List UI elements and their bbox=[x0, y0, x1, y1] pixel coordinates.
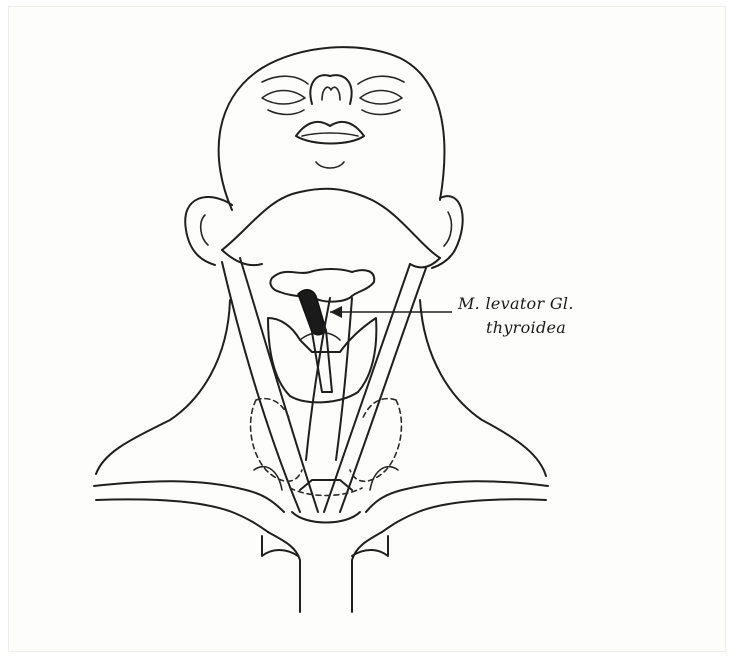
thyroid-lobe-outline-left bbox=[254, 467, 282, 490]
right-clavicle-upper bbox=[366, 481, 548, 512]
thyroid-lobe-outline-right bbox=[370, 467, 398, 490]
head-outline bbox=[219, 47, 445, 210]
nostrils bbox=[322, 87, 340, 100]
sternal-notch bbox=[292, 512, 360, 523]
left-ear bbox=[185, 197, 232, 265]
manubrium bbox=[268, 532, 382, 612]
right-ear bbox=[432, 196, 463, 268]
left-ear-inner bbox=[201, 215, 208, 245]
left-brow bbox=[262, 76, 308, 84]
left-neck-side bbox=[96, 300, 230, 474]
left-clavicle-upper bbox=[94, 481, 284, 512]
right-ear-inner bbox=[444, 212, 451, 246]
jaw-line bbox=[222, 189, 440, 258]
left-eye-lid bbox=[268, 110, 304, 115]
mouth-line bbox=[302, 133, 358, 136]
levator-muscle bbox=[298, 290, 326, 335]
annotation-arrowhead bbox=[330, 306, 342, 318]
left-eye bbox=[262, 91, 305, 105]
right-brow bbox=[358, 76, 404, 84]
left-clavicle-lower bbox=[96, 499, 268, 532]
right-eye bbox=[360, 91, 402, 105]
right-clavicle-lower bbox=[382, 499, 546, 532]
annotation-label-line1: M. levator Gl. bbox=[458, 294, 574, 313]
chin bbox=[316, 162, 344, 168]
hyoid-bone bbox=[270, 269, 374, 302]
right-eye-lid bbox=[362, 110, 400, 115]
annotation-label-line2: thyroidea bbox=[486, 318, 566, 337]
